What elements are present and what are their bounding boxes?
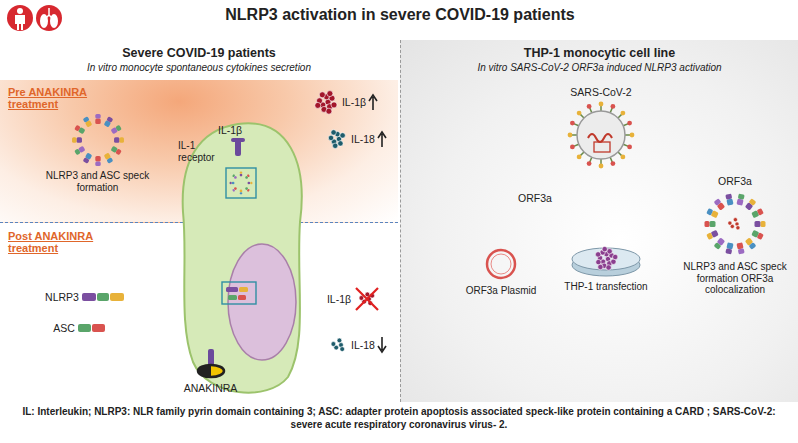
monocyte-cell: IL-1βIL-1 receptor [178,122,305,345]
section-label: Post ANAKINRA treatment [8,230,118,254]
node-illustration [695,189,775,259]
node-heading: IL-18 [351,133,375,145]
il18-reduced: IL-18 [322,330,394,360]
node-illustration [566,100,636,172]
left-panel: Severe COVID-19 patients In vitro monocyt… [0,40,398,402]
node-heading: ANAKINRA [184,382,238,394]
node-text: In vitro SARS-CoV-2 ORF3a induced NLRP3 … [477,62,721,73]
nlrp3-monomer: NLRP3 [35,285,135,309]
sars-cov-2-virion: SARS-CoV-2 [551,86,651,181]
node-heading: NLRP3 [45,291,79,303]
node-illustration [186,348,236,380]
node-text: In vitro monocyte spontaneous cytokines … [87,62,311,73]
node-heading: Severe COVID-19 patients [122,46,276,60]
right-panel: THP-1 monocytic cell line In vitro SARS-C… [400,40,798,402]
node-illustration [81,290,125,304]
orf3a-speck: ORF3aNLRP3 and ASC speck formation ORF3a… [676,175,794,325]
node-heading: SARS-CoV-2 [570,86,631,98]
node-text: NLRP3 and ASC speck formation ORF3a colo… [676,261,794,296]
node-heading: THP-1 monocytic cell line [524,46,675,60]
node-heading: IL-1β [342,96,366,108]
orf3a-protein: ORF3a [509,192,561,210]
node-illustration [566,235,646,279]
node-heading: IL-18 [351,339,375,351]
node-label: IL-1 receptor [178,140,228,163]
node-heading: THP-1 transfection [564,281,647,293]
node-heading: Pre ANAKINRA treatment [8,86,118,110]
node-illustration [481,245,521,283]
thp1-dish: THP-1 transfection [561,235,651,315]
node-illustration [353,285,381,313]
node-heading: NLRP3 and ASC speck formation [40,170,155,193]
il18-secretion: IL-18 [318,124,394,154]
node-illustration [58,112,138,168]
node-illustration [325,126,349,152]
node-illustration [377,336,387,354]
node-illustration [368,93,378,111]
node-heading: ASC [53,322,75,334]
node-label: IL-1β [218,124,258,136]
il1b-blocked: IL-1β [318,284,390,314]
il1b-secretion: IL-1β [300,84,390,120]
node-heading: ORF3a Plasmid [466,285,537,297]
orf3a-plasmid: ORF3a Plasmid [461,245,541,315]
speck-formation: NLRP3 and ASC speck formation [40,112,155,193]
anakinra-drug: ANAKINRA [168,348,253,396]
figure-title: NLRP3 activation in severe COVID-19 pati… [100,6,700,24]
node-heading: ORF3a [718,175,752,187]
header-icons [4,3,64,35]
node-illustration [377,130,387,148]
node-heading: ORF3a [518,192,552,204]
node-heading: IL-1β [327,293,351,305]
node-illustration [329,334,349,356]
node-illustration [77,321,107,335]
node-illustration [312,87,340,117]
asc-monomer: ASC [35,315,125,341]
figure-caption: IL: Interleukin; NLRP3: NLR family pyrin… [12,405,786,431]
